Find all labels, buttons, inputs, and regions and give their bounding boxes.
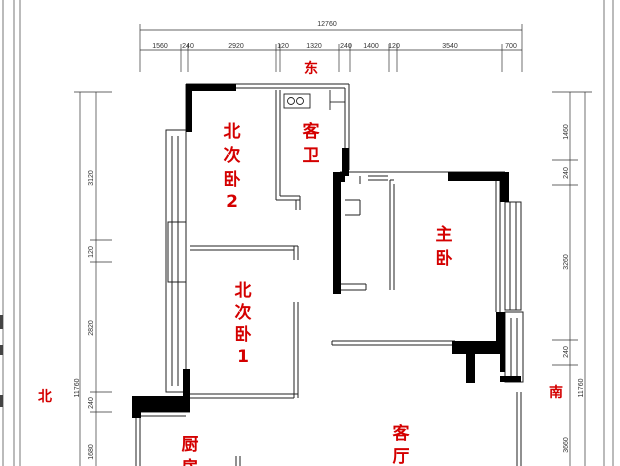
room-label-north-bedroom-1: 北 次 卧 1 bbox=[235, 281, 252, 367]
left-edge-marks bbox=[0, 315, 3, 407]
room-label-char: 次 bbox=[224, 145, 241, 166]
direction-north: 北 bbox=[38, 389, 52, 405]
room-label-char: 客 bbox=[302, 121, 321, 142]
dim-right-seg-3: 3260 bbox=[563, 254, 570, 270]
dim-top-seg-5: 1320 bbox=[306, 43, 322, 50]
dim-top-seg-4: 120 bbox=[277, 43, 289, 50]
room-label-living-room: 客 厅 bbox=[392, 423, 411, 466]
room-label-kitchen: 厨 房 bbox=[182, 435, 199, 466]
room-label-char: 卧 bbox=[436, 249, 453, 269]
room-label-north-bedroom-2: 北 次 卧 2 bbox=[224, 122, 241, 212]
thick-walls bbox=[132, 84, 521, 418]
dim-top-seg-2: 240 bbox=[182, 43, 194, 50]
dim-right-seg-1: 1460 bbox=[563, 124, 570, 140]
thin-walls bbox=[135, 83, 524, 466]
dim-top-seg-9: 3540 bbox=[442, 43, 458, 50]
dim-top-seg-10: 700 bbox=[505, 43, 517, 50]
room-label-char: 厅 bbox=[393, 447, 410, 466]
top-dimension-lines bbox=[139, 24, 523, 72]
dim-right-seg-2: 240 bbox=[563, 167, 570, 179]
room-label-char: 卫 bbox=[303, 146, 320, 166]
dim-top-seg-8: 120 bbox=[388, 43, 400, 50]
dim-top-seg-3: 2920 bbox=[228, 43, 244, 50]
dim-top-total: 12760 bbox=[317, 21, 337, 28]
dim-right-seg-5: 3660 bbox=[563, 437, 570, 453]
room-label-master-bedroom: 主 卧 bbox=[436, 224, 453, 269]
right-dimension-lines bbox=[552, 91, 592, 466]
room-label-char: 次 bbox=[235, 302, 252, 323]
dim-top-seg-6: 240 bbox=[340, 43, 352, 50]
room-label-char: 主 bbox=[436, 224, 453, 245]
room-label-guest-bathroom: 客 卫 bbox=[302, 121, 321, 166]
dim-right-seg-4: 240 bbox=[563, 346, 570, 358]
direction-east: 东 bbox=[304, 60, 318, 77]
room-label-char: 北 bbox=[224, 122, 241, 142]
bathroom-fixtures bbox=[283, 90, 345, 110]
dim-top-seg-7: 1400 bbox=[363, 43, 379, 50]
dim-right-total: 11760 bbox=[578, 378, 585, 397]
dim-top-seg-1: 1560 bbox=[152, 43, 168, 50]
dim-left-total: 11760 bbox=[74, 378, 81, 397]
dim-left-seg-4: 240 bbox=[88, 397, 95, 409]
room-label-char: 房 bbox=[182, 457, 199, 466]
dim-left-seg-5: 1680 bbox=[88, 444, 95, 460]
dim-left-seg-3: 2820 bbox=[88, 320, 95, 336]
left-dimension-lines bbox=[74, 91, 112, 466]
room-label-char: 卧 bbox=[224, 170, 241, 190]
room-label-char: 1 bbox=[237, 347, 249, 367]
dim-left-seg-2: 120 bbox=[88, 246, 95, 258]
room-label-char: 2 bbox=[226, 192, 238, 212]
room-label-char: 卧 bbox=[235, 325, 252, 345]
room-label-char: 厨 bbox=[182, 435, 199, 455]
room-label-char: 客 bbox=[392, 423, 411, 444]
dim-left-seg-1: 3120 bbox=[88, 170, 95, 186]
room-label-char: 北 bbox=[235, 281, 252, 301]
direction-south: 南 bbox=[549, 384, 563, 401]
